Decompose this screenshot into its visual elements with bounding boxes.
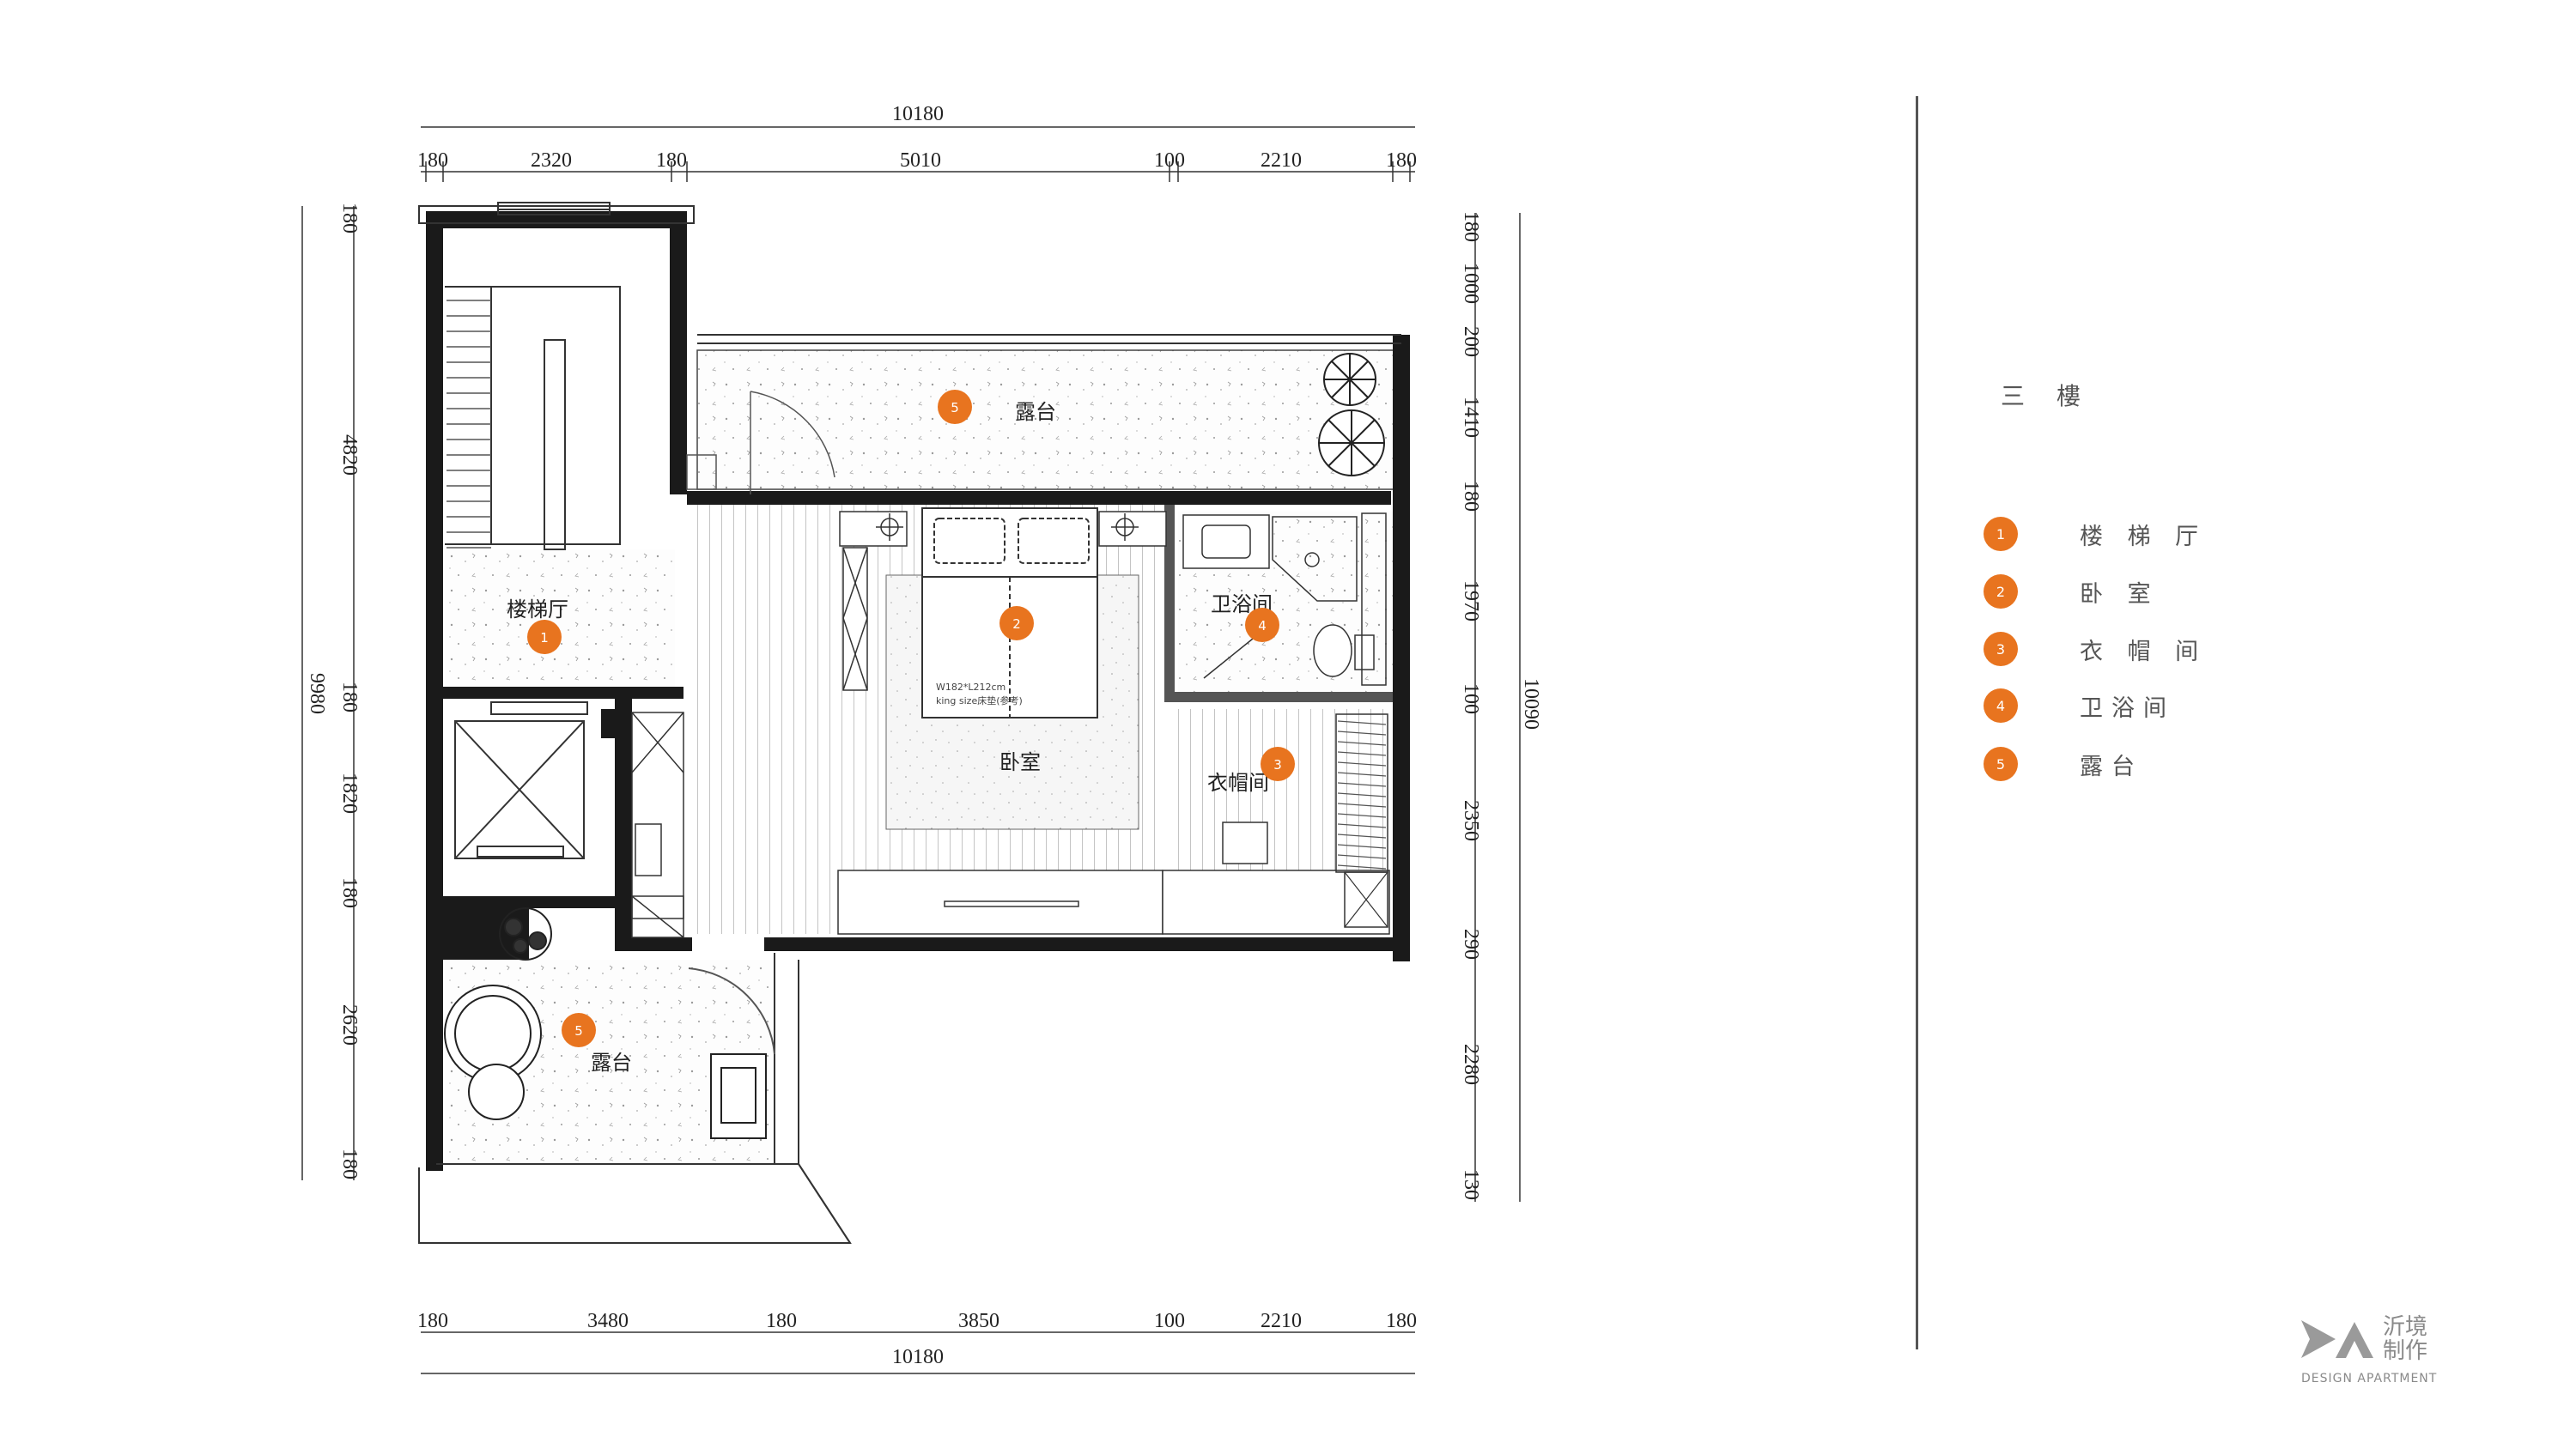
svg-text:5: 5	[951, 400, 959, 415]
dim-right-seg: 290	[1460, 929, 1482, 960]
dim-bottom-seg: 180	[766, 1310, 797, 1332]
badge-2: 2	[999, 606, 1034, 640]
dim-right-total: 10090	[1520, 678, 1542, 730]
room-label-stair-hall: 楼梯厅	[507, 597, 568, 621]
badge-5-top: 5	[938, 390, 972, 424]
dim-right-seg: 180	[1460, 211, 1482, 242]
badge-3: 3	[1261, 747, 1295, 781]
svg-text:1: 1	[540, 630, 549, 646]
legend-label: 卫浴间	[2080, 694, 2175, 722]
room-label-terrace-bottom: 露台	[591, 1051, 632, 1075]
legend-label: 楼 梯 厅	[2080, 523, 2208, 550]
dim-left-seg: 180	[338, 1149, 361, 1179]
dim-left-seg: 4820	[338, 434, 361, 476]
bed-note-2: king size床垫(参考)	[936, 694, 1023, 706]
dim-left-seg: 2620	[338, 1004, 361, 1046]
dim-right-seg: 200	[1460, 326, 1482, 357]
legend-badge: 2	[1984, 574, 2018, 609]
dim-top-seg: 180	[417, 149, 448, 172]
badge-5-bottom: 5	[562, 1013, 596, 1047]
terrace-furniture	[444, 907, 775, 1139]
legend-item-4: 4 卫浴间	[1984, 687, 2175, 724]
plants-top	[1318, 353, 1385, 476]
dim-right-seg: 180	[1460, 481, 1482, 512]
legend-label: 露台	[2080, 753, 2143, 780]
dim-left-seg: 180	[338, 682, 361, 712]
legend-badge: 3	[1984, 632, 2018, 666]
dim-right-seg: 130	[1460, 1169, 1482, 1200]
walls	[426, 211, 1410, 1171]
elevator	[454, 701, 588, 859]
dim-right-seg: 2350	[1460, 800, 1482, 841]
legend-label: 衣 帽 间	[2080, 638, 2208, 665]
dim-top-seg: 5010	[900, 149, 941, 172]
legend-label: 卧 室	[2080, 580, 2160, 608]
logo-text-cn: 沂境 制作	[2383, 1314, 2428, 1364]
dim-right-seg: 100	[1460, 683, 1482, 714]
room-label-bedroom: 卧室	[999, 750, 1041, 774]
dim-right-seg: 2280	[1460, 1044, 1482, 1085]
dim-top-seg: 100	[1154, 149, 1185, 172]
logo-text-en: DESIGN APARTMENT	[2301, 1372, 2438, 1385]
badge-4: 4	[1245, 608, 1279, 642]
dim-bottom-seg: 3850	[958, 1310, 999, 1332]
dim-top-total: 10180	[892, 103, 944, 125]
legend-badge: 4	[1984, 688, 2018, 723]
brand-logo-icon	[2301, 1320, 2373, 1358]
legend-item-3: 3 衣 帽 间	[1984, 630, 2207, 668]
divider-line	[1916, 96, 1918, 1349]
dim-bottom-seg: 180	[1386, 1310, 1417, 1332]
legend-item-2: 2 卧 室	[1984, 573, 2160, 610]
legend-badge: 5	[1984, 747, 2018, 781]
floor-title: 三 樓	[2001, 382, 2093, 410]
dim-left-seg: 1820	[338, 773, 361, 814]
dim-bottom-total: 10180	[892, 1346, 944, 1368]
dim-left-total: 9980	[306, 673, 328, 714]
dim-bottom-seg: 100	[1154, 1310, 1185, 1332]
dimension-top	[421, 126, 1415, 182]
dim-top-seg: 2210	[1261, 149, 1302, 172]
dim-top-seg: 180	[1386, 149, 1417, 172]
dim-right-seg: 1970	[1460, 580, 1482, 621]
svg-text:3: 3	[1273, 757, 1282, 773]
bathroom-fixtures	[1182, 512, 1387, 686]
dim-bottom-seg: 2210	[1261, 1310, 1302, 1332]
svg-text:2: 2	[1012, 616, 1021, 632]
dimension-bottom	[421, 1331, 1415, 1374]
dim-top-seg: 180	[656, 149, 687, 172]
dim-left-seg: 180	[338, 877, 361, 908]
legend-item-5: 5 露台	[1984, 745, 2143, 783]
dim-top-seg: 2320	[531, 149, 572, 172]
room-label-closet: 衣帽间	[1207, 771, 1269, 795]
svg-text:4: 4	[1258, 618, 1267, 634]
legend-item-1: 1 楼 梯 厅	[1984, 515, 2207, 553]
badge-1: 1	[527, 620, 562, 654]
dim-bottom-seg: 3480	[587, 1310, 629, 1332]
dim-right-seg: 1410	[1460, 397, 1482, 438]
dim-right-seg: 1000	[1460, 263, 1482, 304]
bed-note-1: W182*L212cm	[936, 682, 1005, 693]
svg-text:5: 5	[574, 1023, 583, 1039]
dim-left-seg: 180	[338, 203, 361, 233]
room-label-terrace-top: 露台	[1015, 400, 1056, 424]
dim-bottom-seg: 180	[417, 1310, 448, 1332]
legend-badge: 1	[1984, 517, 2018, 551]
